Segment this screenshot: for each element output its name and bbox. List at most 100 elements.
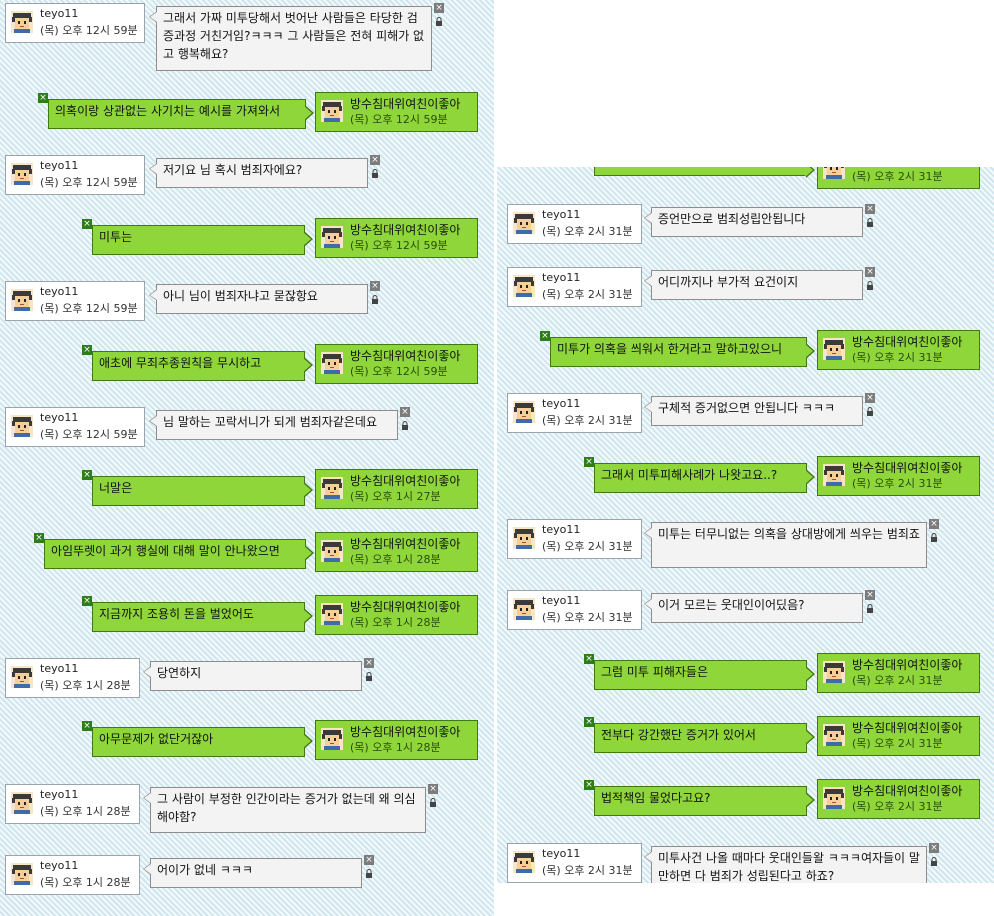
user-info-box[interactable]: teyo11(목) 오후 1시 28분 — [5, 855, 140, 895]
lock-icon[interactable] — [400, 421, 410, 431]
close-icon[interactable]: × — [400, 407, 410, 417]
lock-icon[interactable] — [929, 857, 939, 867]
chat-panel-right[interactable]: 방수침대위여친이좋아(목) 오후 2시 31분 × teyo11(목) 오후 2시 … — [497, 167, 994, 883]
avatar-icon[interactable] — [513, 212, 535, 234]
close-icon[interactable]: × — [929, 843, 939, 853]
close-icon[interactable]: × — [865, 204, 875, 214]
user-info-box[interactable]: teyo11(목) 오후 12시 59분 — [5, 155, 145, 195]
user-info-box[interactable]: 방수침대위여친이좋아(목) 오후 2시 31분 — [817, 456, 980, 496]
avatar-icon[interactable] — [321, 100, 343, 122]
user-info-box[interactable]: 방수침대위여친이좋아(목) 오후 12시 59분 — [315, 344, 478, 384]
avatar-icon[interactable] — [11, 666, 33, 688]
avatar-icon[interactable] — [321, 728, 343, 750]
close-icon[interactable]: × — [38, 93, 48, 103]
avatar-icon[interactable] — [321, 540, 343, 562]
user-info-box[interactable]: 방수침대위여친이좋아(목) 오후 12시 59분 — [315, 218, 478, 258]
username[interactable]: 방수침대위여친이좋아 — [350, 537, 461, 551]
close-icon[interactable]: × — [370, 281, 380, 291]
user-info-box[interactable]: teyo11(목) 오후 2시 31분 — [507, 590, 642, 630]
close-icon[interactable]: × — [82, 721, 92, 731]
avatar-icon[interactable] — [11, 163, 33, 185]
username[interactable]: 방수침대위여친이좋아 — [350, 97, 461, 111]
user-info-box[interactable]: 방수침대위여친이좋아(목) 오후 1시 27분 — [315, 469, 478, 509]
avatar-icon[interactable] — [11, 11, 33, 33]
avatar-icon[interactable] — [11, 289, 33, 311]
username[interactable]: 방수침대위여친이좋아 — [852, 658, 963, 672]
username[interactable]: teyo11 — [40, 7, 79, 20]
user-info-box[interactable]: teyo11(목) 오후 2시 31분 — [507, 843, 642, 883]
user-info-box[interactable]: 방수침대위여친이좋아(목) 오후 1시 28분 — [315, 532, 478, 572]
user-info-box[interactable]: 방수침대위여친이좋아(목) 오후 2시 31분 — [817, 716, 980, 756]
close-icon[interactable]: × — [428, 784, 438, 794]
username[interactable]: 방수침대위여친이좋아 — [852, 461, 963, 475]
avatar-icon[interactable] — [513, 598, 535, 620]
user-info-box[interactable]: teyo11(목) 오후 2시 31분 — [507, 393, 642, 433]
avatar-icon[interactable] — [513, 275, 535, 297]
username[interactable]: teyo11 — [542, 208, 581, 221]
avatar-icon[interactable] — [823, 787, 845, 809]
close-icon[interactable]: × — [34, 533, 44, 543]
avatar-icon[interactable] — [321, 226, 343, 248]
user-info-box[interactable]: 방수침대위여친이좋아(목) 오후 1시 28분 — [315, 595, 478, 635]
username[interactable]: teyo11 — [40, 662, 79, 675]
username[interactable]: 방수침대위여친이좋아 — [852, 721, 963, 735]
username[interactable]: teyo11 — [40, 159, 79, 172]
avatar-icon[interactable] — [513, 401, 535, 423]
avatar-icon[interactable] — [11, 863, 33, 885]
lock-icon[interactable] — [428, 798, 438, 808]
close-icon[interactable]: × — [82, 470, 92, 480]
lock-icon[interactable] — [364, 672, 374, 682]
close-icon[interactable]: × — [364, 658, 374, 668]
avatar-icon[interactable] — [11, 792, 33, 814]
lock-icon[interactable] — [865, 407, 875, 417]
username[interactable]: 방수침대위여친이좋아 — [852, 335, 963, 349]
user-info-box[interactable]: 방수침대위여친이좋아(목) 오후 2시 31분 — [817, 653, 980, 693]
user-info-box[interactable]: teyo11(목) 오후 2시 31분 — [507, 519, 642, 559]
close-icon[interactable]: × — [865, 590, 875, 600]
user-info-box[interactable]: 방수침대위여친이좋아(목) 오후 12시 59분 — [315, 92, 478, 132]
avatar-icon[interactable] — [823, 724, 845, 746]
lock-icon[interactable] — [865, 604, 875, 614]
user-info-box[interactable]: teyo11(목) 오후 2시 31분 — [507, 204, 642, 244]
close-icon[interactable]: × — [82, 345, 92, 355]
close-icon[interactable]: × — [370, 155, 380, 165]
user-info-box[interactable]: 방수침대위여친이좋아(목) 오후 1시 28분 — [315, 720, 478, 760]
avatar-icon[interactable] — [823, 464, 845, 486]
username[interactable]: teyo11 — [542, 271, 581, 284]
avatar-icon[interactable] — [321, 477, 343, 499]
close-icon[interactable]: × — [584, 457, 594, 467]
user-info-box[interactable]: teyo11(목) 오후 1시 28분 — [5, 784, 140, 824]
avatar-icon[interactable] — [823, 167, 845, 179]
close-icon[interactable]: × — [584, 654, 594, 664]
close-icon[interactable]: × — [584, 717, 594, 727]
username[interactable]: teyo11 — [40, 859, 79, 872]
username[interactable]: 방수침대위여친이좋아 — [350, 223, 461, 237]
avatar-icon[interactable] — [321, 603, 343, 625]
username[interactable]: teyo11 — [542, 397, 581, 410]
username[interactable]: 방수침대위여친이좋아 — [350, 725, 461, 739]
username[interactable]: teyo11 — [40, 788, 79, 801]
username[interactable]: teyo11 — [542, 523, 581, 536]
close-icon[interactable]: × — [865, 267, 875, 277]
close-icon[interactable]: × — [82, 219, 92, 229]
close-icon[interactable]: × — [584, 780, 594, 790]
user-info-box[interactable]: 방수침대위여친이좋아(목) 오후 2시 31분 — [817, 779, 980, 819]
username[interactable]: teyo11 — [542, 847, 581, 860]
close-icon[interactable]: × — [364, 855, 374, 865]
username[interactable]: teyo11 — [40, 285, 79, 298]
close-icon[interactable]: × — [82, 596, 92, 606]
close-icon[interactable]: × — [929, 519, 939, 529]
lock-icon[interactable] — [865, 218, 875, 228]
lock-icon[interactable] — [865, 281, 875, 291]
username[interactable]: 방수침대위여친이좋아 — [350, 349, 461, 363]
user-info-box[interactable]: teyo11(목) 오후 2시 31분 — [507, 267, 642, 307]
user-info-box[interactable]: teyo11(목) 오후 12시 59분 — [5, 3, 145, 43]
avatar-icon[interactable] — [823, 338, 845, 360]
close-icon[interactable]: × — [540, 331, 550, 341]
avatar-icon[interactable] — [321, 352, 343, 374]
avatar-icon[interactable] — [513, 851, 535, 873]
avatar-icon[interactable] — [513, 527, 535, 549]
lock-icon[interactable] — [929, 533, 939, 543]
avatar-icon[interactable] — [823, 661, 845, 683]
